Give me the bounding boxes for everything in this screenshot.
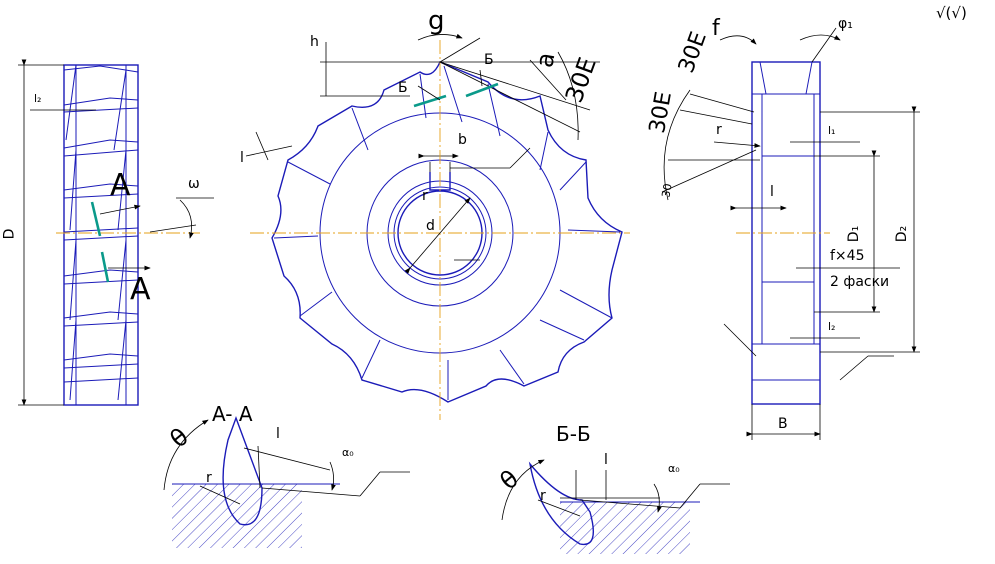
section-cut-a-top	[90, 201, 102, 237]
right-l2-label: l₂	[828, 320, 836, 333]
front-view-teeth-profile	[271, 61, 623, 403]
right-section-hatch-top	[761, 93, 815, 157]
section-cut-b-right	[465, 82, 499, 98]
right-chamfer-note: 2 фаски	[830, 274, 890, 290]
side-l2-label: l₂	[34, 92, 42, 105]
section-bb-title: Б-Б	[556, 422, 591, 446]
section-bb-r: r	[540, 488, 546, 504]
front-b1-label: Б	[398, 80, 408, 96]
right-d1-label: D₁	[846, 225, 863, 243]
side-view-outline	[63, 64, 139, 406]
section-aa-title: A- A	[212, 402, 253, 426]
front-gamma-label: g	[428, 6, 445, 36]
right-f-label: f	[712, 16, 720, 41]
section-cut-b-left	[413, 94, 447, 108]
section-aa-r: r	[206, 470, 212, 486]
section-a-label-top: A	[110, 168, 131, 203]
section-aa-l: l	[276, 426, 280, 442]
section-aa-tooth	[222, 415, 263, 526]
front-b2-label: Б	[484, 52, 494, 68]
front-h-label: h	[310, 34, 319, 50]
right-phi1-label: φ₁	[838, 16, 853, 32]
section-bb-alpha: α₀	[668, 462, 680, 475]
right-section-hatch-bottom	[761, 281, 815, 345]
front-b-label: b	[458, 132, 467, 148]
side-view-teeth	[63, 64, 139, 401]
front-d-label: d	[426, 218, 435, 234]
right-chamfer-label: f×45	[830, 248, 865, 264]
section-a-label-bottom: A	[130, 272, 151, 307]
front-l-label: l	[240, 150, 244, 166]
section-aa-alpha: α₀	[342, 446, 354, 459]
section-aa	[163, 415, 410, 548]
front-r-label: r	[422, 188, 428, 204]
section-bb-l: l	[604, 452, 608, 468]
side-D-label: D	[1, 228, 18, 240]
section-bb	[501, 459, 730, 554]
right-l1-label: l₁	[828, 124, 836, 137]
roughness-symbol: √(√)	[936, 4, 967, 22]
right-d2-label: D₂	[894, 225, 911, 243]
right-b-label: B	[778, 416, 788, 432]
omega-label: ω	[188, 176, 200, 192]
right-r-label: r	[716, 122, 722, 138]
right-section-view	[661, 27, 920, 440]
section-cut-a-bottom	[100, 251, 110, 283]
section-bb-tooth	[528, 461, 594, 546]
right-l-label: l	[770, 184, 774, 200]
side-view	[18, 59, 214, 406]
front-view	[245, 33, 630, 420]
right-30-label: 30	[659, 182, 675, 199]
